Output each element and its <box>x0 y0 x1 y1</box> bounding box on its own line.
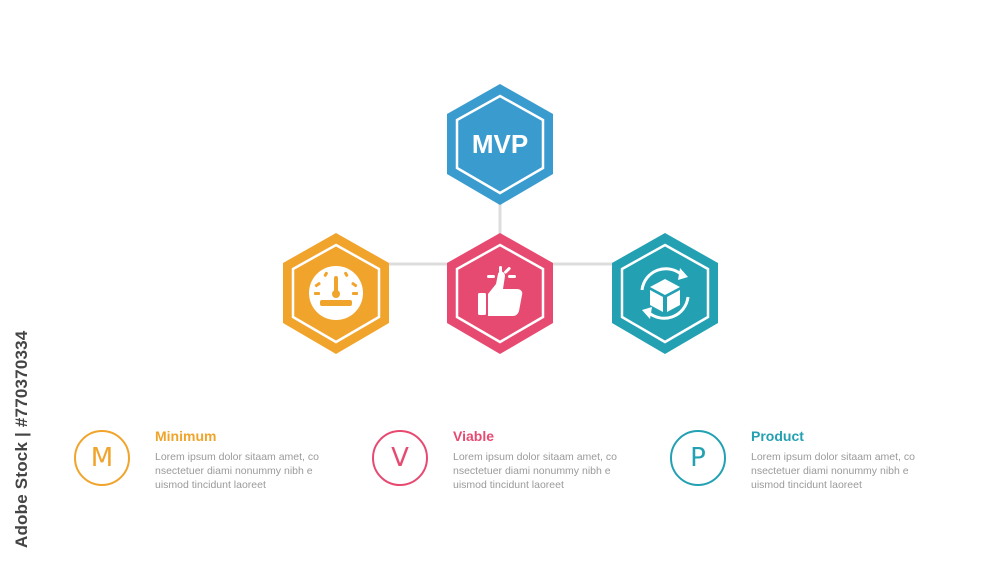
legend-badge-v: V <box>372 430 428 486</box>
hexagon-minimum <box>283 233 389 354</box>
legend-badge-m: M <box>74 430 130 486</box>
legend-item-minimum: M Minimum Lorem ipsum dolor sitaam amet,… <box>74 428 374 500</box>
legend-item-viable: V Viable Lorem ipsum dolor sitaam amet, … <box>372 428 672 500</box>
hexagon-viable <box>447 233 553 354</box>
mvp-label: MVP <box>472 129 528 159</box>
hexagon-mvp: MVP <box>447 84 553 205</box>
hexagon-product <box>612 233 718 354</box>
legend-title-minimum: Minimum <box>155 428 217 444</box>
legend-badge-p: P <box>670 430 726 486</box>
legend-item-product: P Product Lorem ipsum dolor sitaam amet,… <box>670 428 970 500</box>
legend-title-product: Product <box>751 428 804 444</box>
box-cycle-icon <box>640 267 690 320</box>
legend-text-viable: Lorem ipsum dolor sitaam amet, co nsecte… <box>453 451 617 491</box>
stock-watermark: Adobe Stock | #770370334 <box>12 330 31 548</box>
thumbs-up-icon <box>478 266 523 316</box>
speedometer-icon <box>309 266 363 320</box>
legend-title-viable: Viable <box>453 428 494 444</box>
legend-text-minimum: Lorem ipsum dolor sitaam amet, co nsecte… <box>155 451 319 491</box>
legend-text-product: Lorem ipsum dolor sitaam amet, co nsecte… <box>751 451 915 491</box>
